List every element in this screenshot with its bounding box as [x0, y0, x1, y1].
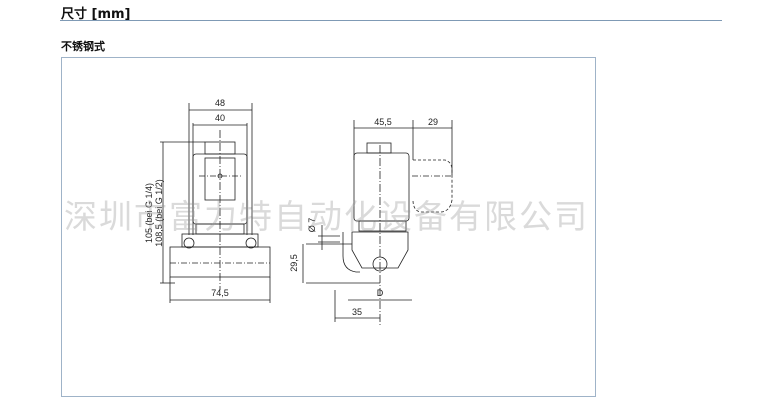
dim-height-2: 108,5 (bei G 1/2): [154, 179, 164, 247]
dim-40: 40: [215, 113, 225, 123]
section-title: 不锈钢式: [61, 40, 105, 53]
drawing-frame: [61, 57, 596, 397]
dim-35: 35: [352, 307, 362, 317]
dim-29: 29: [428, 117, 438, 127]
watermark: 深圳市富力特自动化设备有限公司: [64, 197, 589, 236]
dim-45-5: 45,5: [374, 117, 392, 127]
divider: [60, 20, 722, 21]
front-view: [160, 103, 271, 303]
page-title: 尺寸 [mm]: [61, 7, 131, 22]
side-view: [302, 120, 453, 325]
dim-74-5: 74,5: [211, 288, 229, 298]
dim-48: 48: [215, 98, 225, 108]
dim-height-1: 105 (bei G 1/4): [144, 183, 154, 243]
dim-diameter-7: Ø 7: [307, 218, 317, 233]
dim-29-5: 29,5: [289, 254, 299, 272]
dim-port-d: D: [377, 288, 384, 298]
